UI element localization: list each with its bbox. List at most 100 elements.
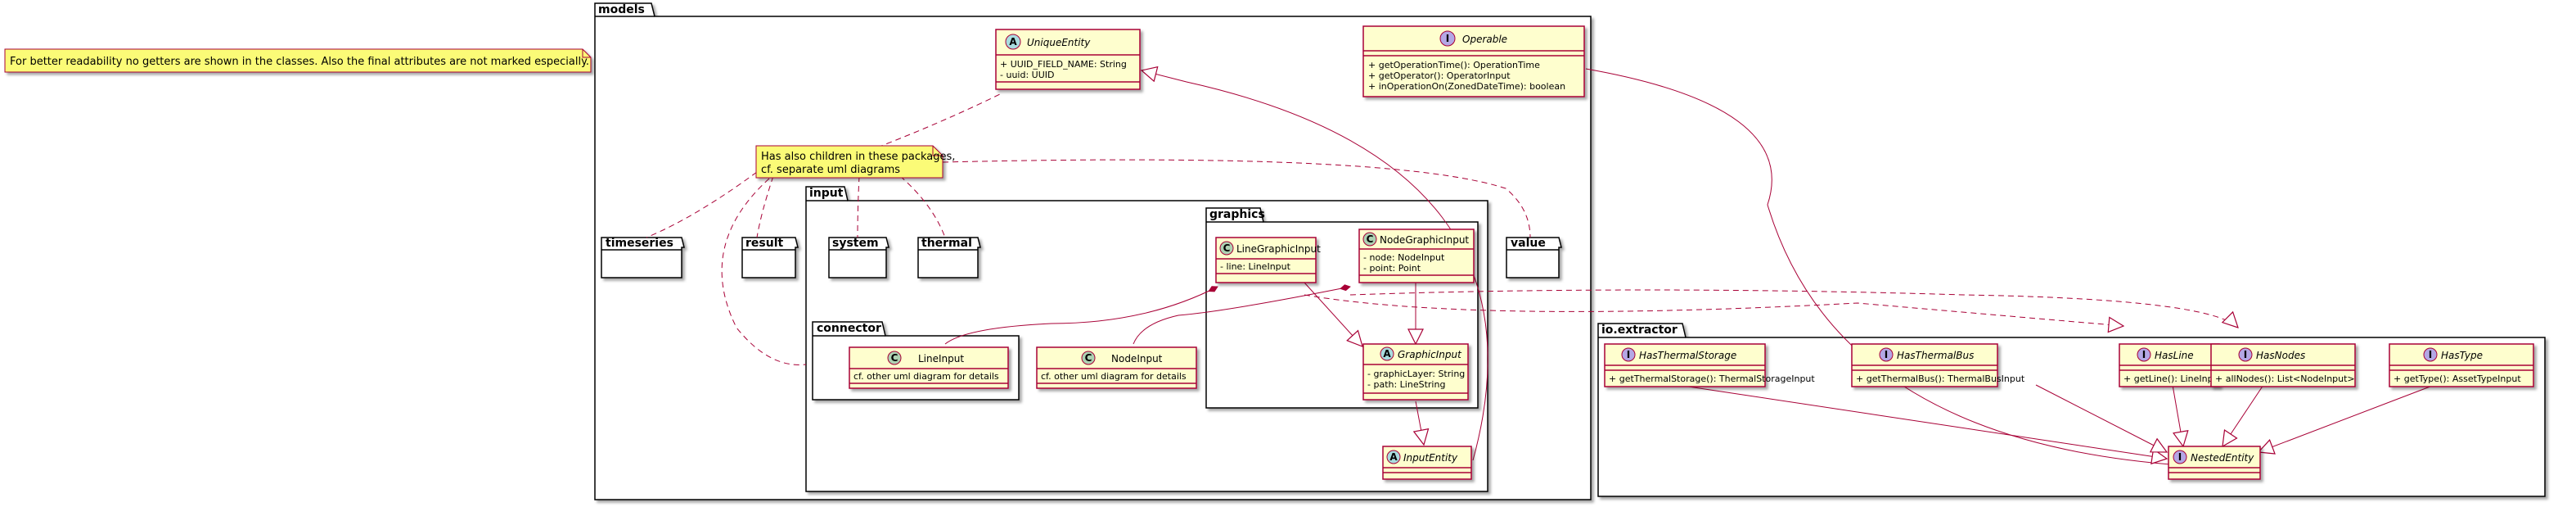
abstract-class-icon-letter: A [1389, 451, 1398, 463]
abstract-class-icon-letter: A [1383, 348, 1391, 360]
link-hasthermalbus-nestedentity [2035, 384, 2167, 452]
interface-icon [1879, 347, 1894, 362]
interface-icon [2423, 347, 2438, 362]
class-input-entity-name: InputEntity [1403, 452, 1458, 464]
link-note-system [857, 175, 860, 238]
package-system [828, 237, 889, 278]
package-graphics-label: graphics [1209, 208, 1265, 221]
class-line-input-member-0: cf. other uml diagram for details [853, 371, 999, 382]
package-timeseries-label: timeseries [606, 237, 673, 250]
package-thermal-label: thermal [921, 237, 972, 250]
class-icon-letter: C [891, 352, 898, 364]
link-hasline-nestedentity [2172, 384, 2183, 446]
class-node-input: C NodeInput cf. other uml diagram for de… [1036, 346, 1197, 389]
link-note-connector [721, 178, 807, 365]
note-packages-line2: cf. separate uml diagrams [761, 164, 900, 176]
class-operable-member-0: + getOperationTime(): OperationTime [1368, 60, 1540, 70]
interface-icon-letter: I [2244, 349, 2247, 360]
link-operable-nestedentity [1585, 68, 2249, 467]
link-nodegraphic-hasnodes [1349, 289, 2238, 328]
class-unique-entity-member-1: - uuid: UUID [1000, 70, 1054, 80]
interface-icon [2238, 347, 2253, 362]
package-io-extractor-label: io.extractor [1601, 324, 1678, 337]
link-note-value [942, 159, 1531, 238]
note-global-text: For better readability no getters are sh… [10, 56, 589, 68]
class-has-line-name: HasLine [2155, 350, 2194, 361]
class-graphic-input-member-0: - graphicLayer: String [1367, 369, 1465, 379]
abstract-class-icon-letter: A [1009, 36, 1017, 48]
interface-icon-letter: I [2178, 451, 2182, 463]
link-linegraphic-graphicinput [1304, 282, 1362, 346]
interface-icon [2137, 347, 2151, 362]
class-nested-entity: I NestedEntity [2168, 446, 2261, 480]
class-has-line: I HasLine + getLine(): LineInput [2119, 343, 2223, 387]
class-node-input-name: NodeInput [1111, 353, 1163, 364]
note-packages-line1: Has also children in these packages, [761, 151, 955, 163]
class-has-nodes-name: HasNodes [2256, 350, 2305, 361]
class-unique-entity-name: UniqueEntity [1027, 37, 1091, 48]
class-icon-letter: C [1085, 352, 1092, 364]
link-note-thermal [899, 175, 946, 238]
class-icon [1219, 241, 1234, 256]
class-icon [1081, 351, 1096, 365]
package-value-label: value [1511, 237, 1546, 250]
link-linegraphic-lineinput [944, 286, 1218, 345]
class-has-nodes-member-0: + allNodes(): List<NodeInput> [2215, 373, 2355, 384]
class-operable-member-2: + inOperationOn(ZonedDateTime): boolean [1368, 81, 1565, 92]
class-has-thermal-storage-name: HasThermalStorage [1639, 350, 1736, 361]
class-icon [887, 351, 902, 365]
class-operable-member-1: + getOperator(): OperatorInput [1368, 70, 1511, 81]
class-has-thermal-bus: I HasThermalBus + getThermalBus(): Therm… [1851, 343, 2025, 387]
class-graphic-input-member-1: - path: LineString [1367, 379, 1445, 390]
class-has-type-name: HasType [2441, 350, 2483, 361]
link-hasnodes-nestedentity [2222, 384, 2264, 446]
interface-icon-letter: I [1885, 349, 1888, 360]
class-line-input-name: LineInput [918, 353, 964, 364]
class-node-graphic-input: C NodeGraphicInput - node: NodeInput - p… [1358, 229, 1475, 283]
class-has-nodes: I HasNodes + allNodes(): List<NodeInput> [2210, 343, 2356, 387]
class-icon-letter: C [1367, 233, 1374, 245]
class-node-graphic-input-member-1: - point: Point [1363, 263, 1421, 274]
abstract-class-icon [1386, 450, 1401, 464]
class-line-graphic-input-member-0: - line: LineInput [1220, 261, 1291, 272]
package-thermal [917, 237, 981, 278]
class-line-graphic-input-name: LineGraphicInput [1236, 243, 1321, 255]
link-linegraphic-hasline [1304, 294, 2123, 326]
package-input-label: input [809, 187, 844, 200]
relationships [646, 68, 2435, 467]
class-icon-letter: C [1223, 242, 1231, 254]
link-note-timeseries [646, 171, 758, 238]
class-operable: I Operable + getOperationTime(): Operati… [1362, 25, 1585, 97]
class-has-type-member-0: + getType(): AssetTypeInput [2394, 373, 2521, 384]
class-has-thermal-bus-name: HasThermalBus [1897, 350, 1974, 361]
class-has-thermal-storage-member-0: + getThermalStorage(): ThermalStorageInp… [1609, 373, 1815, 384]
class-icon [1362, 232, 1377, 247]
class-line-graphic-input: C LineGraphicInput - line: LineInput [1215, 237, 1321, 283]
interface-icon-letter: I [1627, 349, 1630, 360]
class-unique-entity: A UniqueEntity + UUID_FIELD_NAME: String… [995, 29, 1141, 90]
interface-icon-letter: I [2429, 349, 2432, 360]
interface-icon [2173, 450, 2187, 464]
interface-icon [1621, 347, 1636, 362]
package-result-label: result [745, 237, 783, 250]
link-note-uniqueentity [876, 93, 1001, 148]
package-models-label: models [598, 3, 645, 16]
class-has-thermal-storage: I HasThermalStorage + getThermalStorage(… [1604, 343, 1815, 387]
class-has-thermal-bus-member-0: + getThermalBus(): ThermalBusInput [1856, 373, 2025, 384]
class-node-graphic-input-name: NodeGraphicInput [1380, 234, 1469, 246]
class-line-input: C LineInput cf. other uml diagram for de… [849, 346, 1009, 389]
class-graphic-input: A GraphicInput - graphicLayer: String - … [1362, 343, 1469, 401]
class-has-line-member-0: + getLine(): LineInput [2123, 373, 2223, 384]
class-input-entity: A InputEntity [1382, 446, 1472, 480]
note-global [4, 48, 592, 73]
package-system-label: system [832, 237, 879, 250]
class-graphic-input-name: GraphicInput [1398, 349, 1462, 360]
link-hastype-nestedentity [2259, 384, 2435, 452]
package-value [1506, 237, 1562, 278]
class-node-graphic-input-member-0: - node: NodeInput [1363, 252, 1445, 263]
interface-icon-letter: I [1446, 33, 1449, 44]
package-result [741, 237, 799, 278]
class-unique-entity-member-0: + UUID_FIELD_NAME: String [1000, 59, 1127, 70]
class-node-input-member-0: cf. other uml diagram for details [1041, 371, 1187, 382]
